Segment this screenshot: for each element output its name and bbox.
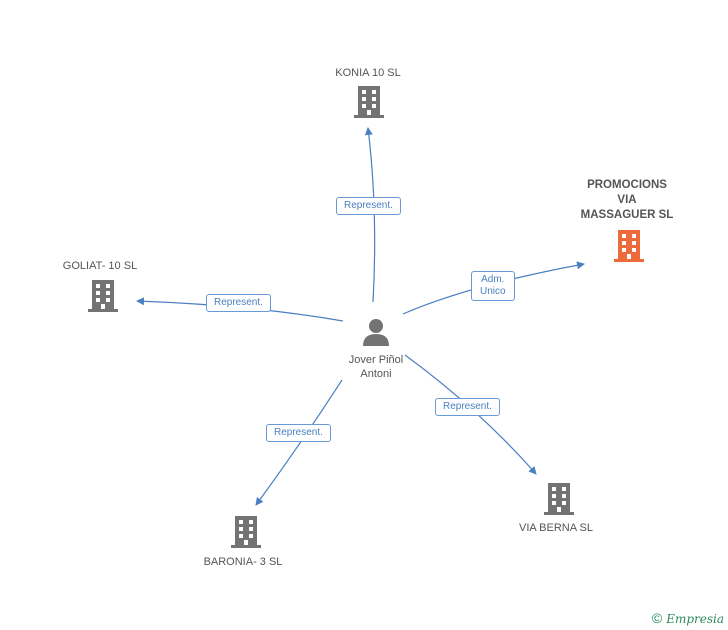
building-icon-viaberna bbox=[544, 483, 574, 515]
brand-logo-text: Empresia bbox=[666, 612, 724, 626]
promocions-line1: PROMOCIONS bbox=[587, 179, 667, 191]
edge-label-konia: Represent. bbox=[336, 197, 401, 215]
center-name-line1: Jover Piñol bbox=[348, 354, 404, 366]
edge-baronia bbox=[255, 379, 343, 506]
node-label-baronia[interactable]: BARONIA- 3 SL bbox=[203, 556, 283, 568]
node-label-goliat[interactable]: GOLIAT- 10 SL bbox=[62, 260, 138, 272]
edge-promocions-line2: Unico bbox=[480, 286, 506, 297]
edge-label-viaberna: Represent. bbox=[435, 398, 500, 416]
edge-label-baronia: Represent. bbox=[266, 424, 331, 442]
node-label-konia[interactable]: KONIA 10 SL bbox=[335, 67, 401, 79]
building-icon-promocions bbox=[614, 230, 644, 262]
center-name-line2: Antoni bbox=[360, 368, 392, 380]
building-icon-baronia bbox=[231, 516, 261, 548]
building-icon-goliat bbox=[88, 280, 118, 312]
edge-label-promocions: Adm. Unico bbox=[471, 271, 515, 301]
building-icon-konia bbox=[354, 86, 384, 118]
node-label-promocions[interactable]: PROMOCIONS VIA MASSAGUER SL bbox=[567, 178, 687, 223]
edge-konia bbox=[364, 127, 376, 303]
node-label-viaberna[interactable]: VIA BERNA SL bbox=[519, 522, 593, 534]
edge-promocions-line1: Adm. bbox=[481, 274, 505, 285]
footer-brand[interactable]: ©Empresia bbox=[652, 610, 724, 626]
center-person-label[interactable]: Jover Piñol Antoni bbox=[326, 353, 426, 381]
copyright-symbol: © bbox=[651, 610, 663, 626]
edge-label-goliat: Represent. bbox=[206, 294, 271, 312]
person-icon bbox=[363, 319, 389, 346]
promocions-line2: VIA bbox=[617, 194, 637, 206]
promocions-line3: MASSAGUER SL bbox=[580, 209, 674, 221]
